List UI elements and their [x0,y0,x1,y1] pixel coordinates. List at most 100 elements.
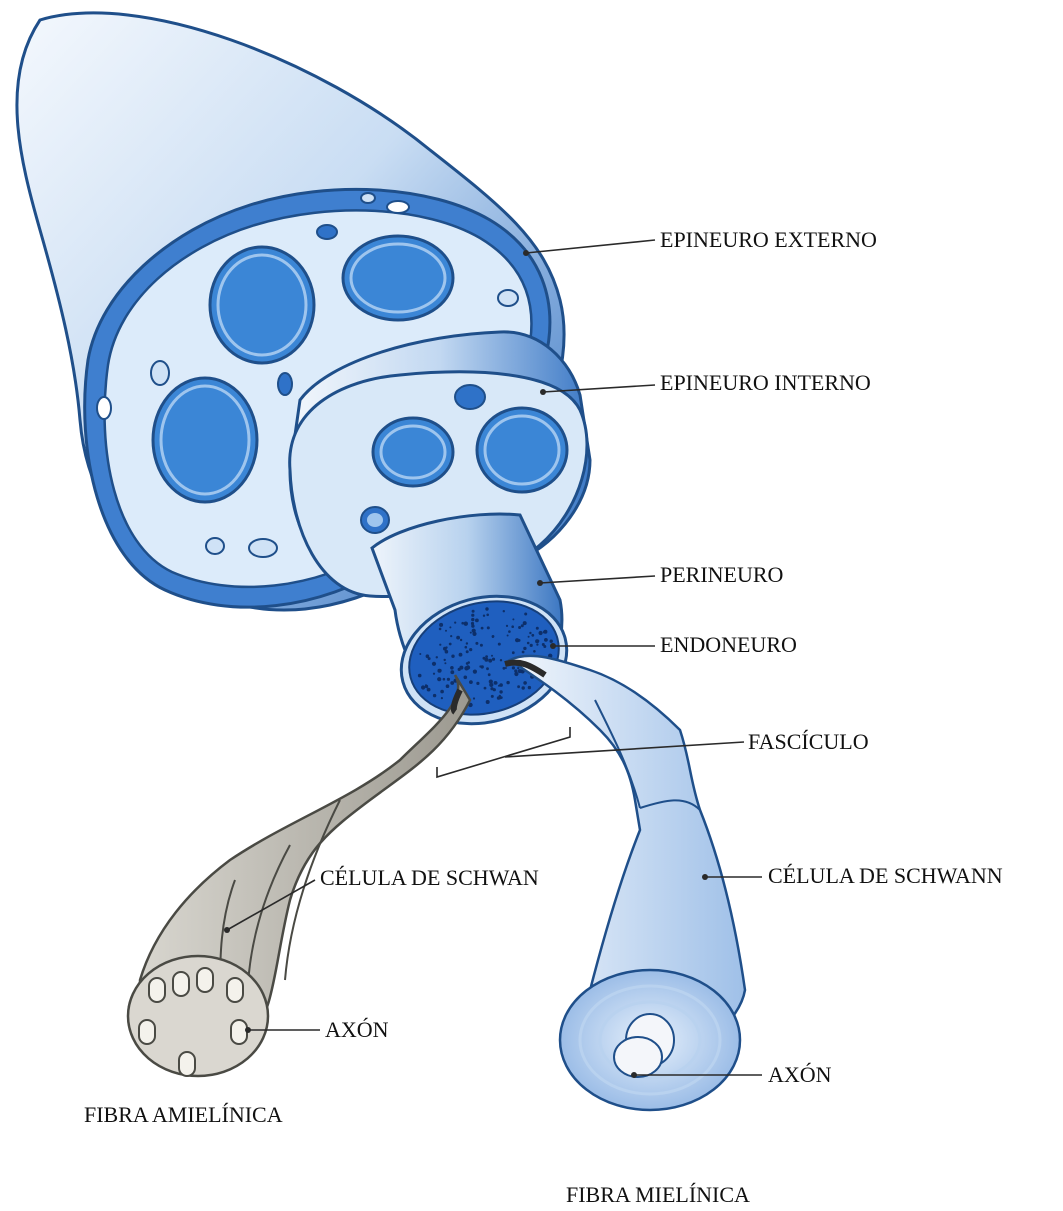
endoneurium-dot [483,657,486,660]
endoneurium-dot [514,669,517,672]
label-perineuro: PERINEURO [660,562,783,587]
endoneurium-dot [490,687,493,690]
endoneurium-dot [476,682,479,685]
endoneurium-dot [543,631,546,634]
endoneurium-dot [479,665,481,667]
endoneurium-dot [527,642,530,645]
endoneurium-dot [450,681,454,685]
endoneurium-dot [454,622,456,624]
endoneurium-dot [450,666,454,670]
endoneurium-dot [487,626,490,629]
label-fibra-amielinica: FIBRA AMIELÍNICA [84,1102,283,1127]
endoneurium-dot [450,670,454,674]
endoneurium-dot [466,665,470,669]
endoneurium-dot [446,646,448,648]
endoneurium-dot [473,670,477,674]
endoneurium-dot [522,651,525,654]
label-celula-schwann: CÉLULA DE SCHWANN [768,863,1003,888]
endoneurium-dot [523,647,526,650]
endoneurium-dot [514,672,518,676]
endoneurium-dot [537,640,539,642]
endoneurium-dot [500,659,502,661]
endoneurium-dot [543,645,546,648]
endoneurium-dot [466,662,469,665]
endoneurium-dot [456,636,460,640]
endoneurium-dot [445,630,447,632]
endoneurium-dot [441,697,443,699]
endoneurium-dot [523,621,527,625]
endoneurium-dot [459,653,463,657]
endoneurium-dot [440,690,444,694]
fascicle [343,236,453,320]
endoneurium-dot [484,687,487,690]
label-epineuro-interno: EPINEURO INTERNO [660,370,871,395]
endoneurium-dot [470,632,472,634]
endoneurium-dot [472,629,476,633]
endoneurium-dot [506,625,508,627]
endoneurium-dot [539,631,543,635]
endoneurium-dot [471,614,474,617]
endoneurium-dot [481,627,484,630]
fascicle-cylinder [372,514,581,742]
endoneurium-dot [475,619,479,623]
endoneurium-dot [461,622,464,625]
endoneurium-dot [449,626,451,628]
endoneurium-dot [506,681,509,684]
endoneurium-dot [458,668,461,671]
endoneurium-dot [475,642,478,645]
endoneurium-dot [511,625,514,628]
endoneurium-dot [491,655,493,657]
endoneurium-dot [522,686,525,689]
label-fasciculo: FASCÍCULO [748,729,869,754]
label-axon-amielinica: AXÓN [325,1017,389,1042]
endoneurium-dot [421,685,425,689]
endoneurium-dot [469,680,473,684]
endoneurium-dot [518,626,521,629]
endoneurium-dot [512,618,514,620]
label-celula-schwan: CÉLULA DE SCHWAN [320,865,539,890]
endoneurium-dot [480,644,483,647]
endoneurium-dot [523,681,527,685]
endoneurium-dot [426,654,430,658]
endoneurium-dot [465,646,468,649]
endoneurium-dot [464,622,468,626]
endoneurium-dot [447,678,450,681]
fasciculo-bracket [437,727,570,777]
endoneurium-dot [507,635,509,637]
endoneurium-dot [499,683,503,687]
endoneurium-dot [503,667,506,670]
endoneurium-dot [524,613,527,616]
endoneurium-dot [536,644,538,646]
endoneurium-dot [437,677,441,681]
endoneurium-dot [491,695,494,698]
endoneurium-dot [451,655,454,658]
label-endoneuro: ENDONEURO [660,632,797,657]
endoneurium-dot [418,674,422,678]
endoneurium-dot [530,644,533,647]
endoneurium-dot [425,684,427,686]
endoneurium-dot [427,688,431,692]
endoneurium-dot [495,682,498,685]
endoneurium-dot [419,653,421,655]
endoneurium-dot [488,673,491,676]
endoneurium-dot [444,659,446,661]
label-fibra-mielinica: FIBRA MIELÍNICA [566,1182,750,1207]
endoneurium-dot [499,690,502,693]
endoneurium-dot [489,683,493,687]
endoneurium-dot [492,635,495,638]
endoneurium-dot [529,632,531,634]
endoneurium-dot [486,614,489,617]
endoneurium-dot [486,700,490,704]
fascicle [210,247,314,363]
endoneurium-dot [450,635,452,637]
endoneurium-dot [550,640,553,643]
endoneurium-dot [512,651,515,654]
endoneurium-dot [433,694,436,697]
fascicle [373,418,453,486]
endoneurium-dot [544,638,548,642]
endoneurium-dot [443,678,446,681]
endoneurium-dot [528,636,530,638]
endoneurium-dot [471,618,474,621]
endoneurium-dot [536,627,539,630]
